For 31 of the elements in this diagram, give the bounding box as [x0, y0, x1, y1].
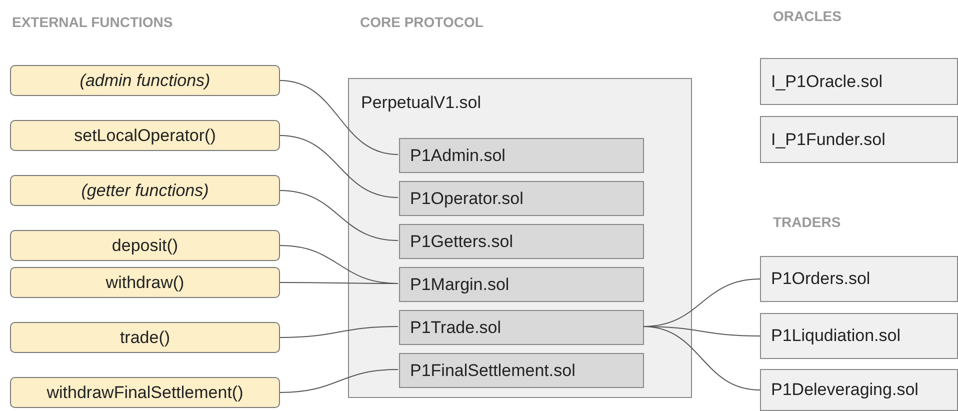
- connector-line: [280, 190, 398, 241]
- section-heading: TRADERS: [773, 214, 841, 230]
- contract-container: [348, 78, 692, 398]
- module-box: P1Trade.sol: [399, 310, 644, 345]
- function-box: deposit(): [10, 230, 280, 261]
- connector-line: [280, 135, 398, 198]
- connector-line: [280, 80, 398, 155]
- module-box: P1Getters.sol: [399, 224, 644, 259]
- contract-box: P1Liqudiation.sol: [760, 313, 958, 359]
- module-box: P1Operator.sol: [399, 181, 644, 216]
- contract-box: P1Deleveraging.sol: [760, 369, 958, 411]
- function-box: setLocalOperator(): [10, 120, 280, 151]
- contract-box: P1Orders.sol: [760, 256, 958, 302]
- function-box: trade(): [10, 322, 280, 353]
- function-box: withdraw(): [10, 267, 280, 298]
- connector-line: [280, 282, 398, 284]
- connector-line: [280, 326, 398, 338]
- function-box: (admin functions): [10, 65, 280, 96]
- section-heading: EXTERNAL FUNCTIONS: [12, 14, 173, 30]
- function-box: withdrawFinalSettlement(): [10, 377, 280, 408]
- module-box: P1Admin.sol: [399, 138, 644, 173]
- section-heading: ORACLES: [773, 8, 842, 24]
- function-box: (getter functions): [10, 175, 280, 206]
- container-title: PerpetualV1.sol: [361, 93, 482, 113]
- connector-line: [280, 369, 398, 393]
- connector-line: [642, 326, 760, 390]
- contract-box: I_P1Oracle.sol: [760, 58, 958, 105]
- contract-box: I_P1Funder.sol: [760, 116, 958, 163]
- section-heading: CORE PROTOCOL: [360, 14, 484, 30]
- module-box: P1FinalSettlement.sol: [399, 353, 644, 388]
- module-box: P1Margin.sol: [399, 267, 644, 302]
